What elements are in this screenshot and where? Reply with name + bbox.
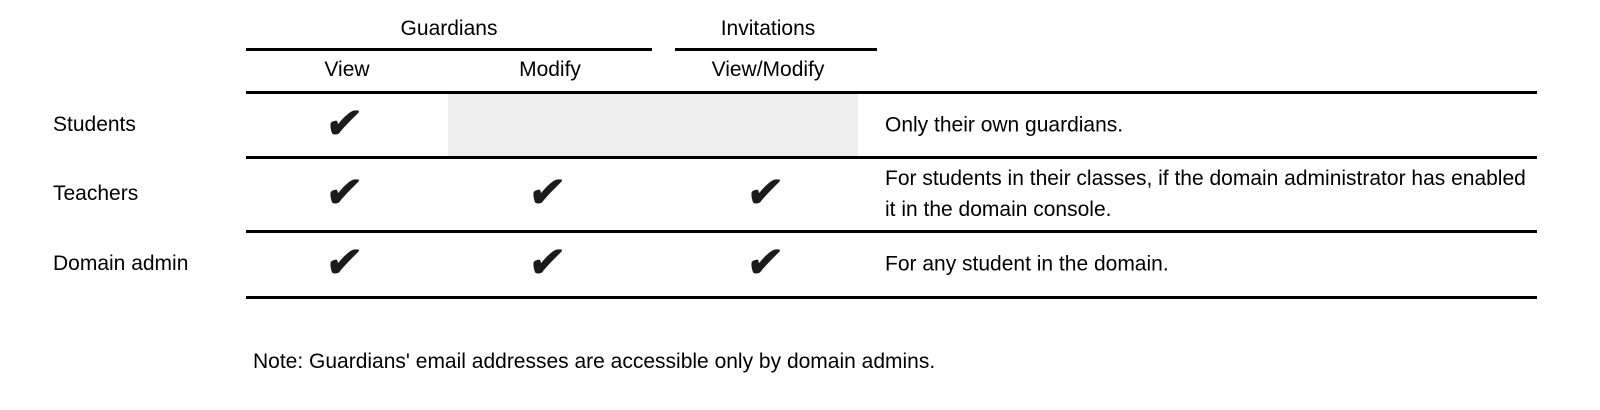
teachers-row-rule xyxy=(246,230,1537,233)
header-bottom-rule xyxy=(246,91,1537,94)
column-header-modify: Modify xyxy=(519,58,581,81)
guardians-group-underline xyxy=(246,48,652,51)
row-note-students: Only their own guardians. xyxy=(885,113,1124,137)
students-no-modify-cell xyxy=(448,94,858,156)
row-label-students: Students xyxy=(53,113,136,136)
row-note-teachers: For students in their classes, if the do… xyxy=(885,167,1526,221)
invitations-group-underline xyxy=(675,48,877,51)
row-label-teachers: Teachers xyxy=(53,182,139,205)
column-header-view-modify: View/Modify xyxy=(711,58,825,81)
check-icon: ✔ xyxy=(744,168,786,216)
check-icon: ✔ xyxy=(526,168,568,216)
row-note-domain-admin: For any student in the domain. xyxy=(885,252,1169,276)
row-label-domain-admin: Domain admin xyxy=(53,252,189,275)
domain-admin-row-rule xyxy=(246,296,1537,299)
column-group-guardians: Guardians xyxy=(400,17,498,40)
check-icon: ✔ xyxy=(526,238,568,286)
check-icon: ✔ xyxy=(744,238,786,286)
footnote: Note: Guardians' email addresses are acc… xyxy=(253,350,936,373)
check-icon: ✔ xyxy=(323,168,365,216)
check-icon: ✔ xyxy=(323,238,365,286)
students-row-rule xyxy=(246,156,1537,159)
column-header-view: View xyxy=(324,58,370,81)
column-group-invitations: Invitations xyxy=(720,17,816,40)
check-icon: ✔ xyxy=(323,99,365,147)
